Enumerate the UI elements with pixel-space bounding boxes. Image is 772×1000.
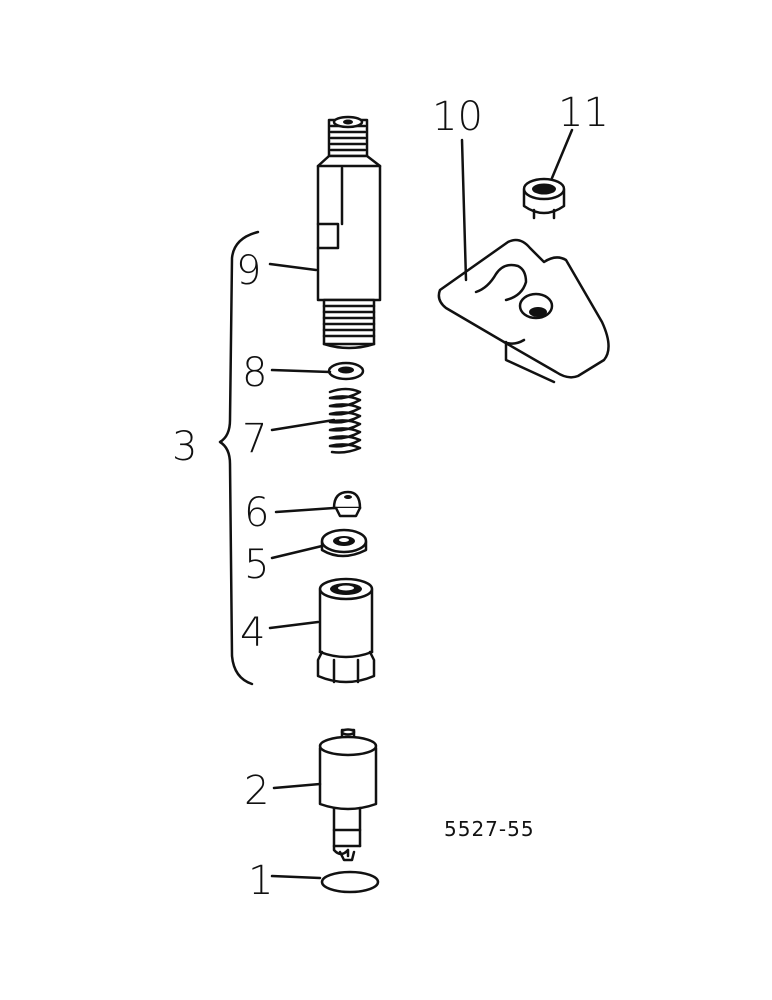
nozzle-icon (318, 728, 378, 862)
leader-line-2 (272, 782, 322, 790)
callout-8: 8 (242, 350, 267, 396)
leader-line-8 (270, 368, 332, 374)
leader-line-10 (460, 138, 468, 282)
spring-washer-icon (327, 361, 365, 381)
leader-line-1 (270, 874, 322, 880)
nut-icon (522, 177, 566, 220)
callout-9: 9 (236, 248, 261, 294)
callout-5: 5 (244, 542, 269, 588)
group-brace-icon (218, 230, 260, 686)
leader-line-6 (274, 506, 336, 514)
leader-line-11 (550, 128, 574, 180)
leader-line-5 (270, 544, 324, 560)
valve-seat-icon (332, 490, 362, 518)
callout-3: 3 (172, 424, 197, 470)
injector-body-icon (316, 115, 382, 350)
callout-10: 10 (432, 94, 483, 140)
callout-1: 1 (248, 858, 273, 904)
callout-11: 11 (558, 90, 609, 136)
callout-2: 2 (244, 768, 269, 814)
clamp-icon (437, 238, 610, 384)
o-ring-icon (320, 870, 380, 894)
callout-4: 4 (240, 610, 265, 656)
spring-icon (328, 387, 362, 454)
leader-line-4 (268, 620, 320, 630)
leader-line-7 (270, 418, 336, 432)
spacer-washer-icon (320, 528, 368, 558)
cap-nut-icon (316, 577, 376, 684)
reference-code: 5527-55 (444, 817, 535, 841)
callout-7: 7 (242, 416, 267, 462)
callout-6: 6 (244, 490, 269, 536)
leader-lines (268, 128, 574, 880)
leader-line-9 (268, 262, 318, 272)
